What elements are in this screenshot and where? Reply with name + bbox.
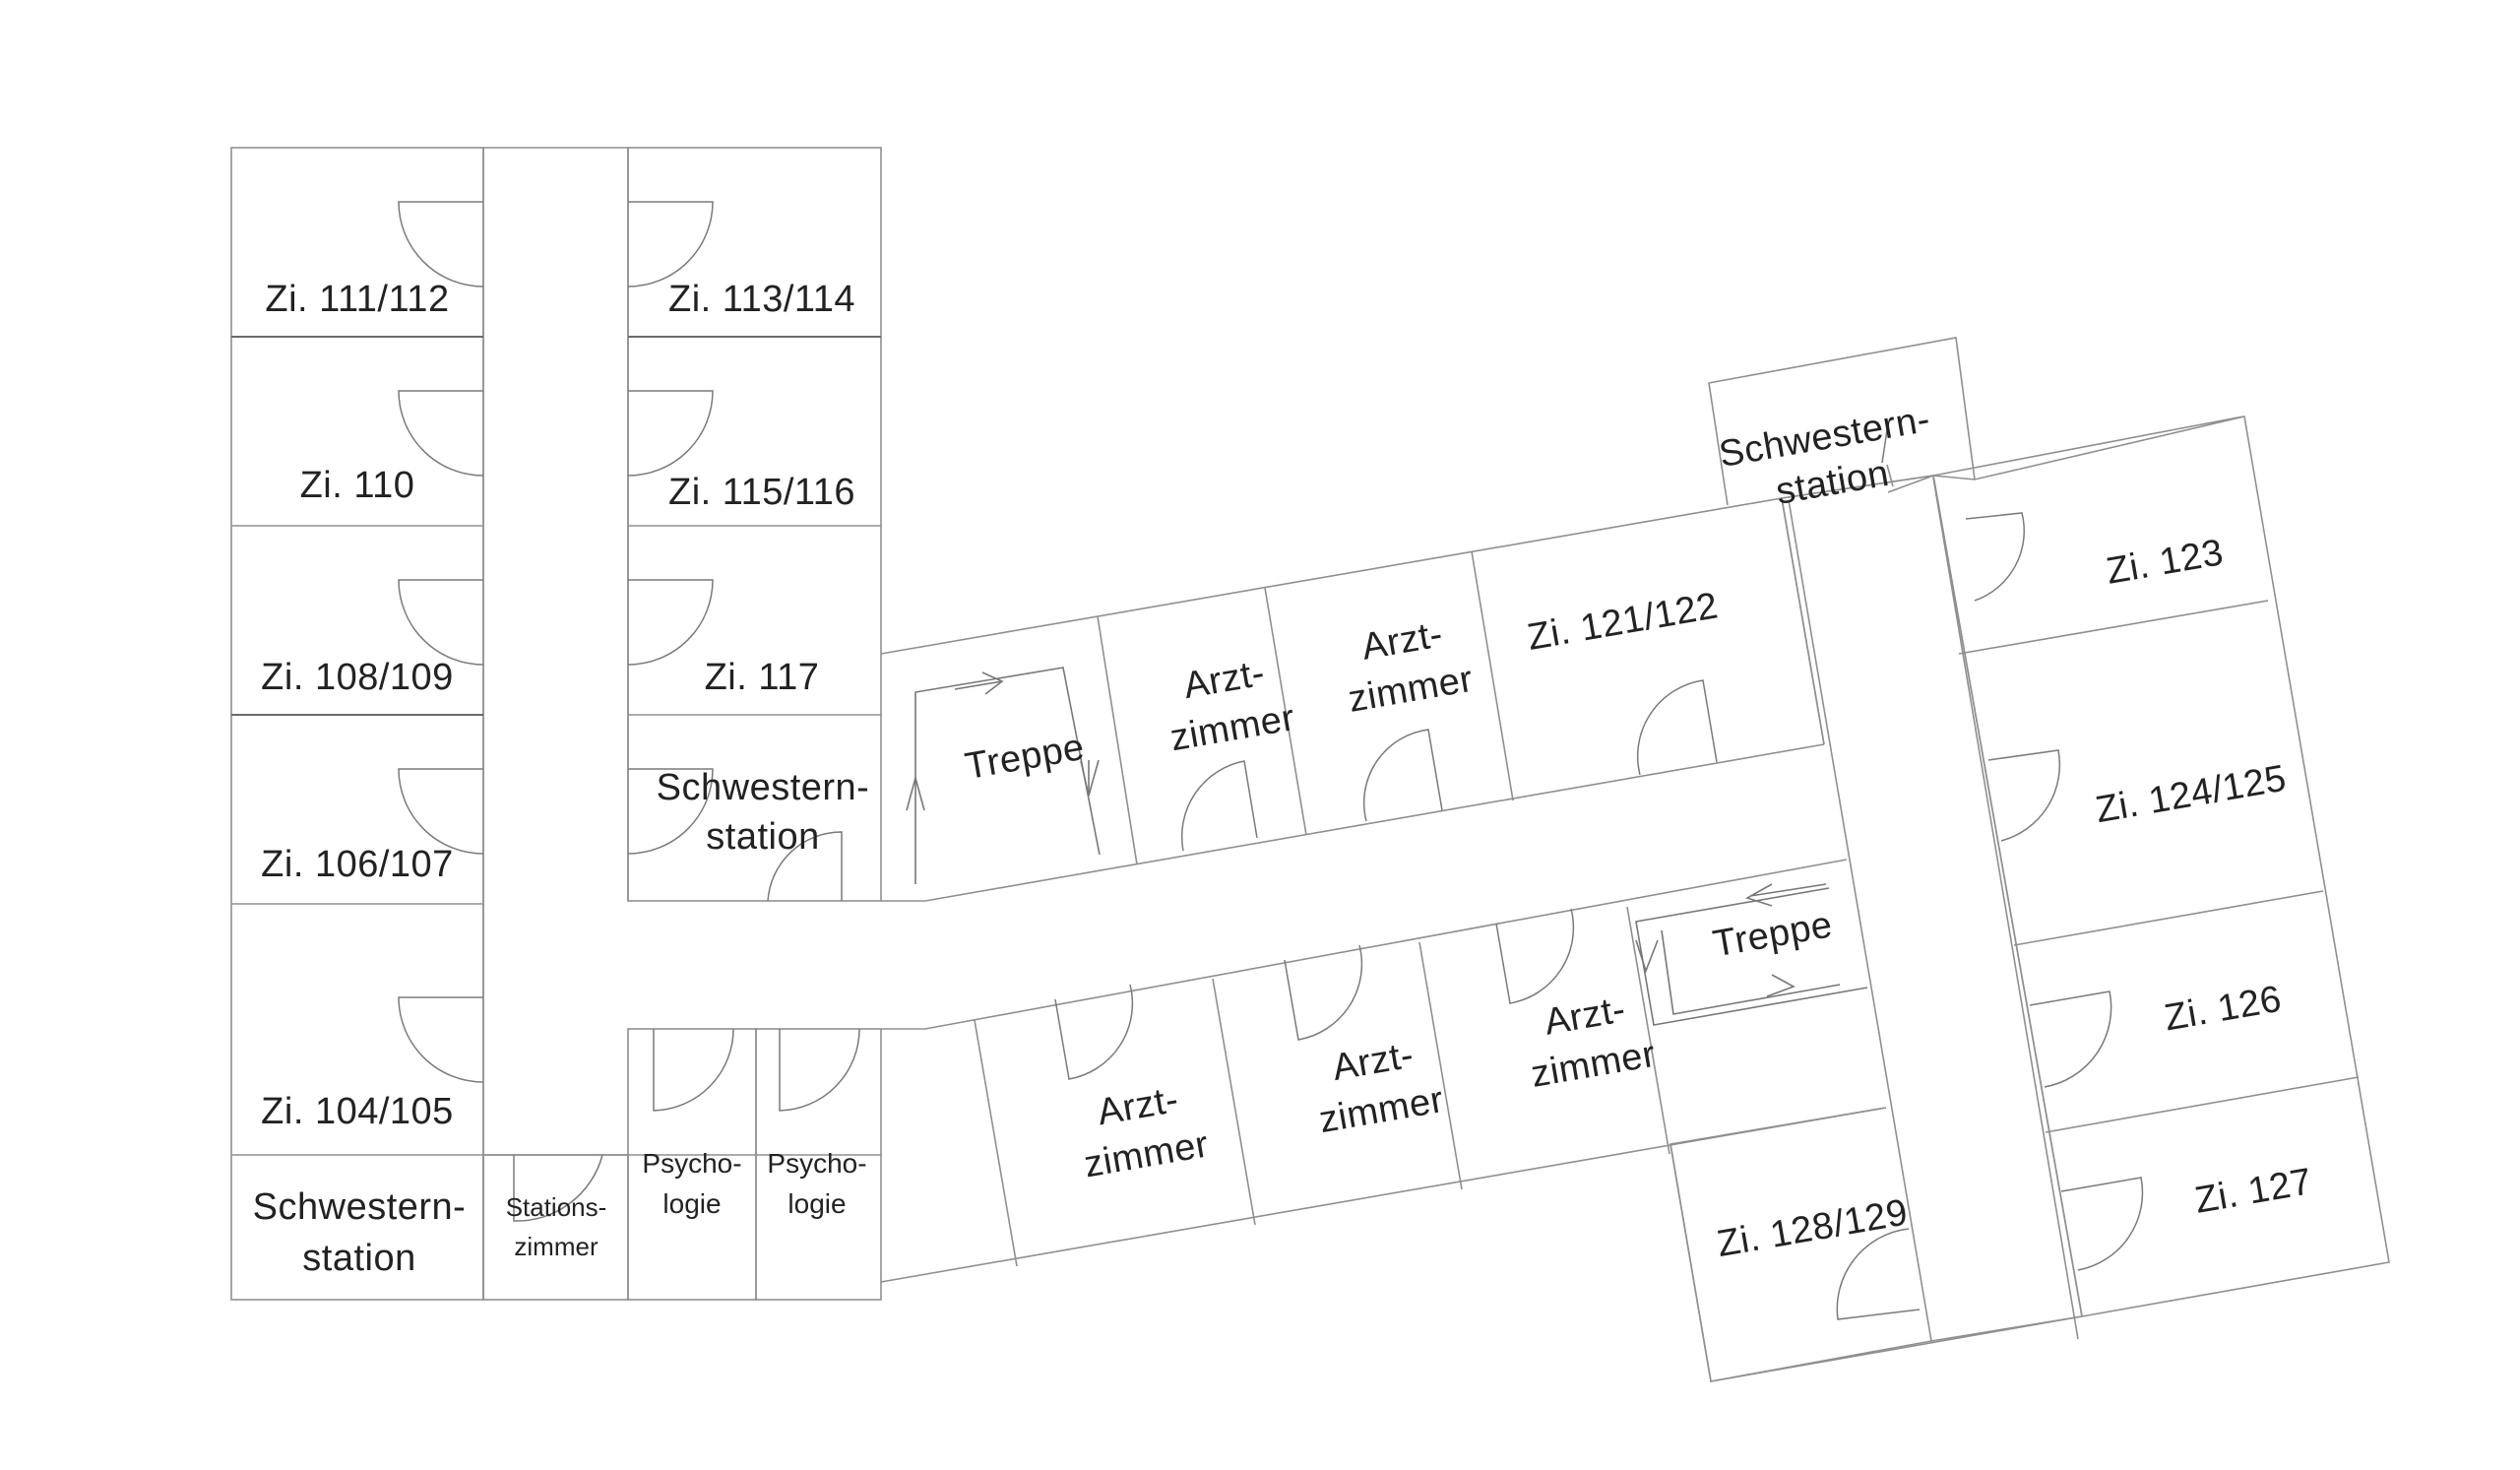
zi-128-129-outline (1670, 1107, 1932, 1382)
door-icon (653, 1028, 734, 1112)
schwesternstation-north-outline (1708, 337, 1976, 506)
door-icon (1881, 422, 1889, 464)
divider (1097, 615, 1138, 865)
door-icon (398, 579, 484, 666)
arrow-icon (906, 774, 925, 811)
north-wall (880, 497, 1783, 655)
room-label-arztzimmer-s1a: Arzt- (1095, 1079, 1182, 1133)
door-icon (398, 390, 484, 477)
divider (2045, 1076, 2360, 1133)
room-label-schwesternstation-west-1: Schwestern- (253, 1186, 467, 1228)
door-icon (627, 390, 714, 477)
stair-arrow (1749, 883, 1827, 897)
room-label-zi-124-125: Zi. 124/125 (2093, 758, 2290, 832)
wall (1932, 415, 2244, 477)
room-label-treppe-1: Treppe (962, 727, 1087, 788)
room-label-schwesternstation-mid-2: station (706, 816, 819, 858)
divider (1264, 587, 1307, 836)
door-icon (1180, 760, 1258, 852)
door-icon (1965, 512, 2025, 602)
room-label-zi-115-116: Zi. 115/116 (668, 472, 855, 513)
door-icon (1636, 679, 1718, 776)
door-icon (398, 768, 484, 855)
arrow-icon (1635, 939, 1659, 974)
wall (1932, 477, 2079, 1340)
door-icon (627, 201, 714, 288)
room-label-zi-127: Zi. 127 (2192, 1161, 2315, 1222)
corridor-south-edge (881, 859, 1848, 1030)
labels: Zi. 111/112 Zi. 110 Zi. 108/109 Zi. 106/… (253, 279, 2315, 1279)
room-label-arztzimmer-s2a: Arzt- (1330, 1035, 1418, 1089)
room-label-arztzimmer-s3a: Arzt- (1542, 989, 1629, 1043)
wall (1781, 475, 1934, 499)
door-icon (398, 996, 484, 1083)
door-icon (2060, 1177, 2144, 1271)
door-icon (1987, 749, 2061, 842)
door-icon (1362, 729, 1443, 822)
corridor-north-edge (881, 743, 1825, 902)
room-label-psychologie-2b: logie (788, 1188, 846, 1219)
divider (1418, 941, 1463, 1190)
room-label-arztzimmer-n2a: Arzt- (1358, 613, 1446, 668)
room-label-zi-123: Zi. 123 (2104, 532, 2227, 593)
stationszimmer-outline (482, 1154, 629, 1301)
room-label-zi-106-107: Zi. 106/107 (261, 844, 454, 885)
room-label-zi-113-114: Zi. 113/114 (668, 279, 855, 320)
door-icon (513, 1154, 603, 1222)
divider (1626, 906, 1670, 1155)
room-label-psychologie-1b: logie (662, 1188, 721, 1219)
east-wing (1670, 337, 2390, 1382)
room-label-stationszimmer-2: zimmer (514, 1232, 598, 1261)
room-label-psychologie-1a: Psycho- (642, 1148, 741, 1179)
wall (1887, 475, 1934, 493)
room-label-zi-111-112: Zi. 111/112 (265, 279, 449, 320)
corridor-west-edge (1788, 499, 1932, 1342)
divider (1958, 600, 2269, 655)
arrow-icon (1766, 974, 1796, 997)
room-label-zi-104-105: Zi. 104/105 (261, 1091, 454, 1132)
door-icon (627, 579, 714, 666)
door-icon (1284, 944, 1363, 1041)
divider (2013, 890, 2324, 946)
room-label-zi-117: Zi. 117 (705, 657, 820, 698)
door-icon (1054, 984, 1134, 1080)
room-label-zi-126: Zi. 126 (2162, 979, 2285, 1040)
stair-arrow (954, 680, 1003, 690)
door-icon (1495, 908, 1575, 1004)
stairs-2 (1635, 883, 1868, 1026)
room-label-schwesternstation-mid-1: Schwestern- (657, 767, 870, 808)
west-wing (230, 147, 882, 1301)
middle-wing (880, 497, 1887, 1283)
corridor-east-edge (1932, 475, 2083, 1317)
psychologie-2-outline (755, 1028, 882, 1301)
arrow-icon (1745, 883, 1773, 907)
stair-outline (1635, 887, 1868, 1026)
arrow-icon (981, 671, 1004, 695)
door-icon (627, 768, 714, 855)
door-icon (767, 831, 843, 902)
room-label-arztzimmer-n1a: Arzt- (1180, 653, 1268, 707)
stairs-1 (906, 667, 1101, 884)
wall (1886, 464, 1894, 487)
wall (1930, 1315, 2083, 1342)
divider (1212, 978, 1256, 1226)
door-icon (2029, 991, 2112, 1088)
room-label-zi-110: Zi. 110 (300, 465, 415, 506)
divider (974, 1019, 1018, 1267)
divider (1471, 550, 1514, 801)
door-icon (1836, 1228, 1921, 1320)
room-label-zi-128-129: Zi. 128/129 (1714, 1191, 1911, 1265)
room-label-zi-108-109: Zi. 108/109 (261, 657, 454, 698)
room-label-schwesternstation-west-2: station (302, 1238, 415, 1279)
door-icon (779, 1028, 860, 1112)
room-label-stationszimmer-1: Stations- (506, 1192, 607, 1222)
room-label-psychologie-2a: Psycho- (767, 1148, 866, 1179)
door-icon (398, 201, 484, 288)
stair-inner (1661, 929, 1841, 1015)
room-label-treppe-2: Treppe (1710, 904, 1835, 965)
room-label-zi-121-122: Zi. 121/122 (1525, 585, 1722, 659)
